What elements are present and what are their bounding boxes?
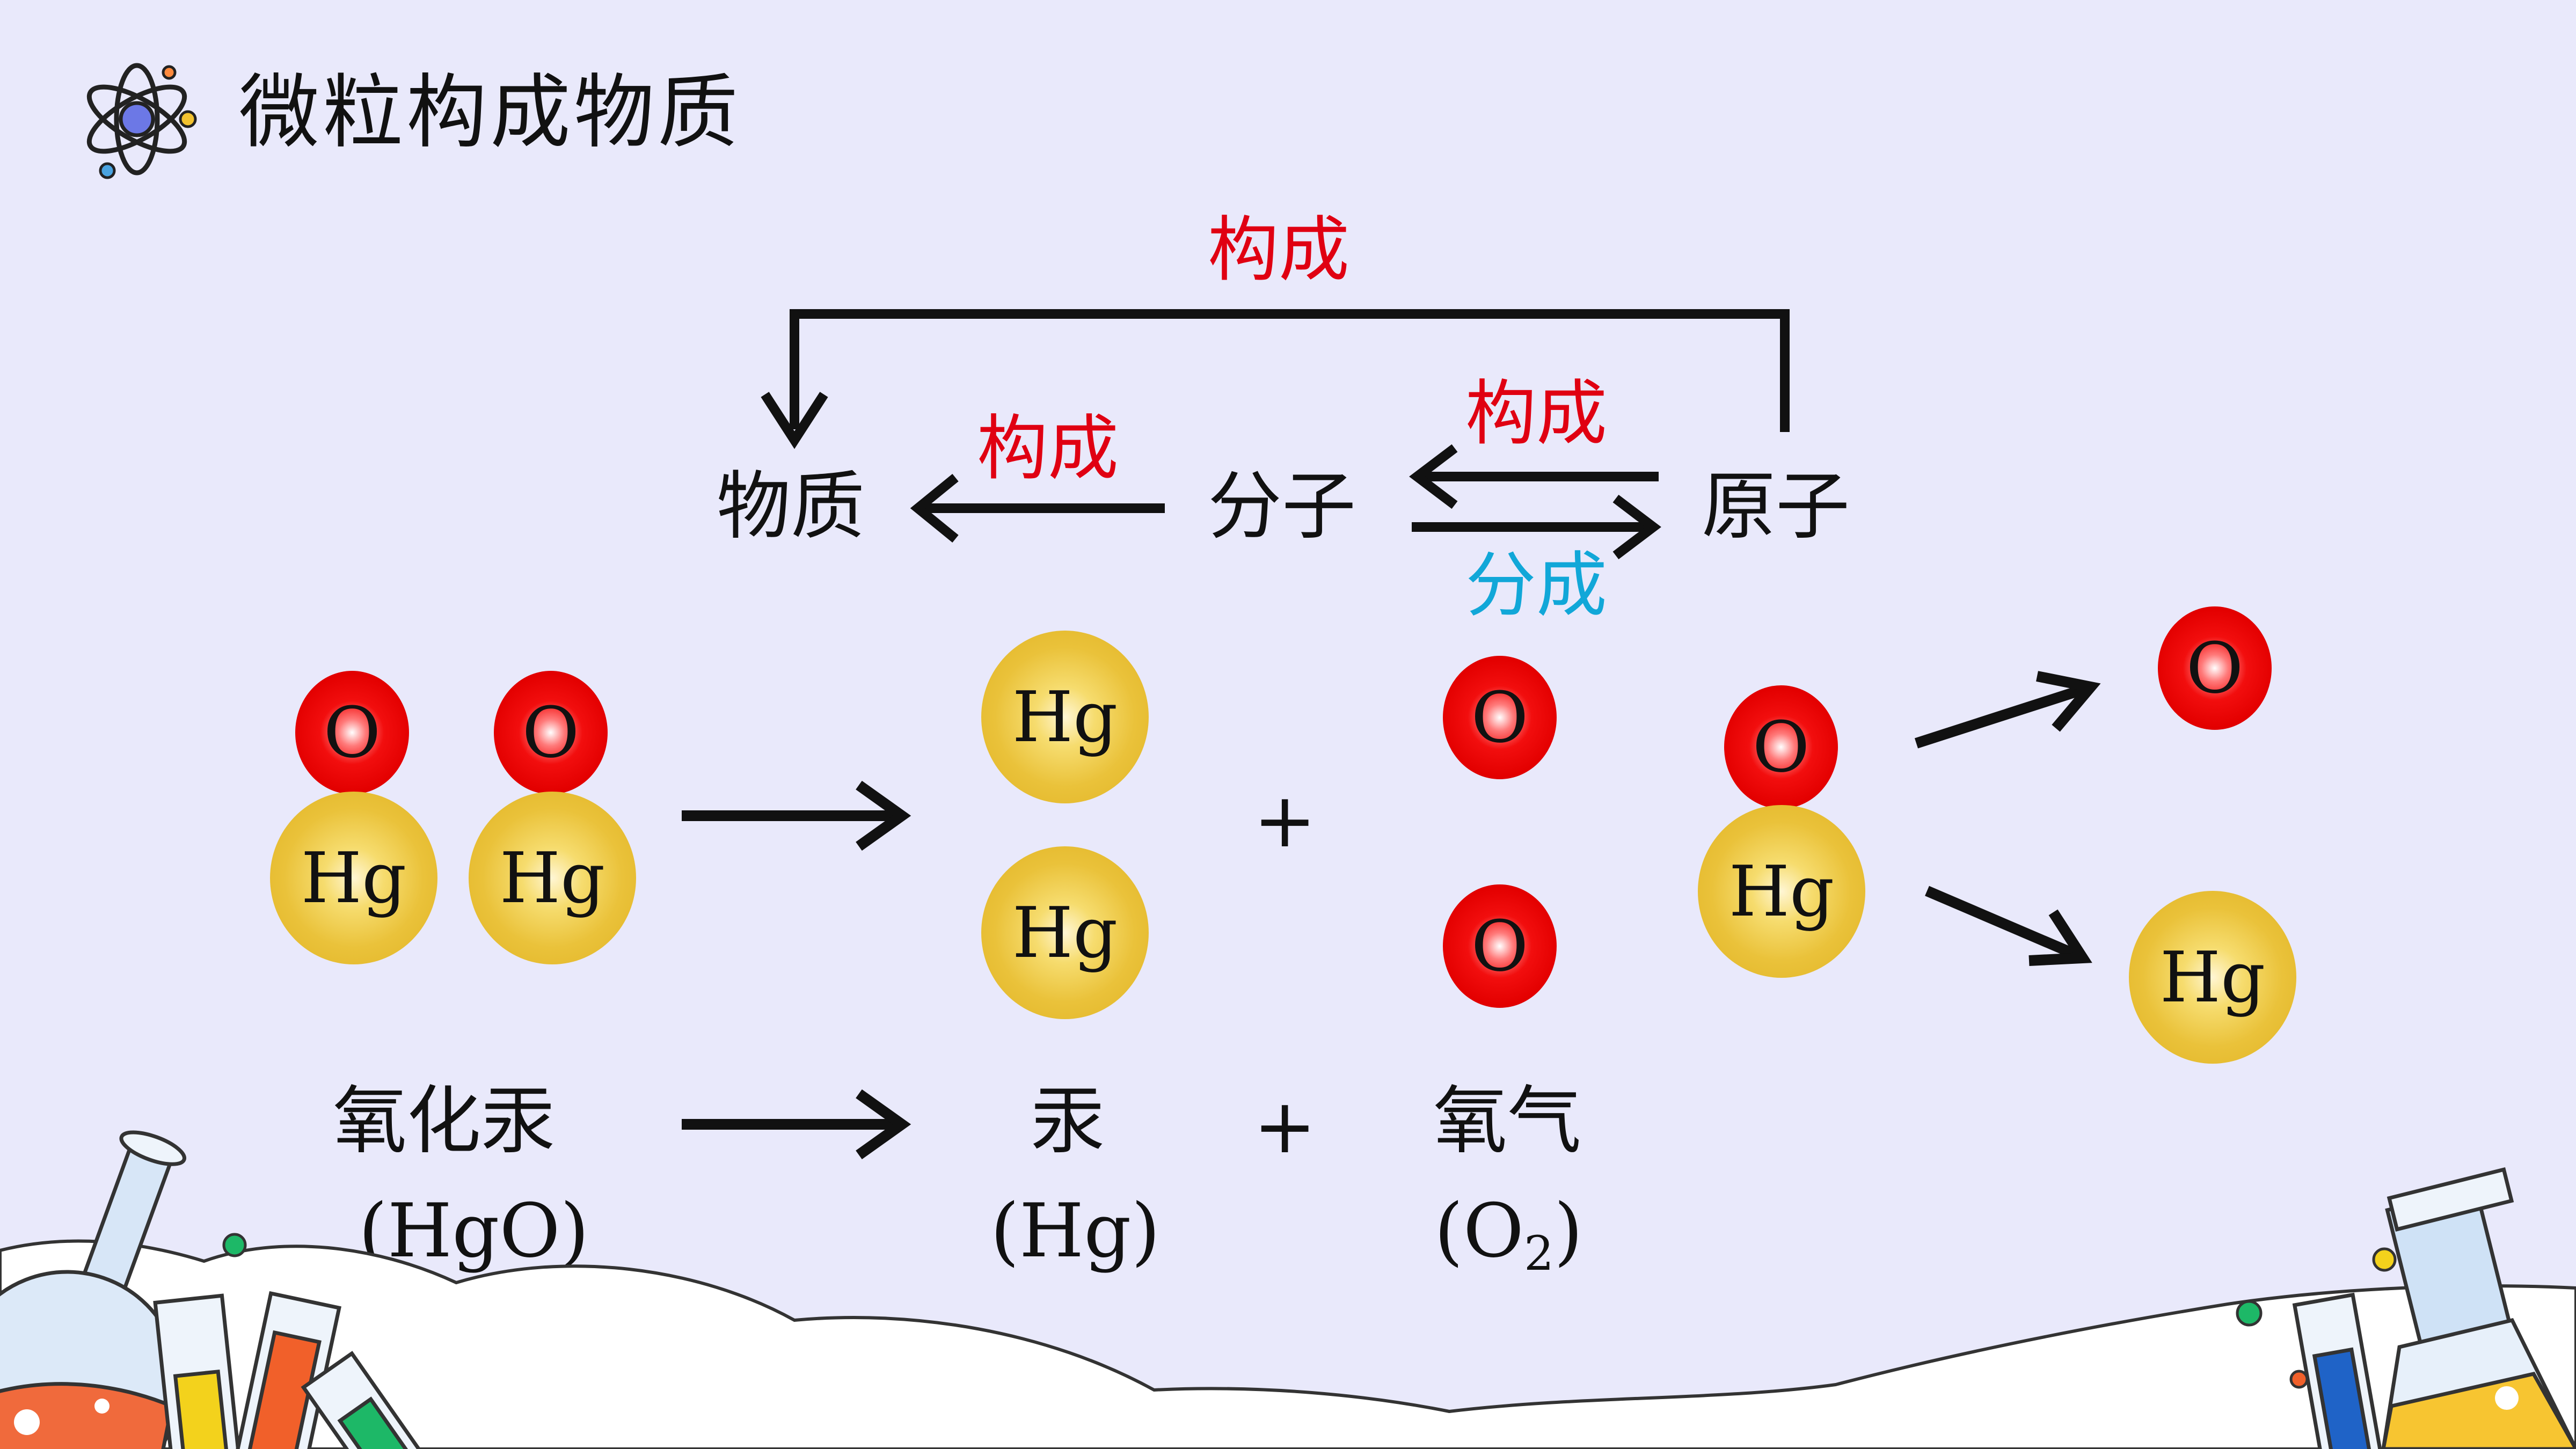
oxygen-atom: O bbox=[295, 671, 409, 794]
plus-sign: + bbox=[1253, 1083, 1317, 1170]
node-matter: 物质 bbox=[717, 463, 865, 550]
plus-sign: + bbox=[1253, 777, 1317, 865]
mercury-atom: Hg bbox=[981, 846, 1149, 1019]
mercury-atom: Hg bbox=[469, 792, 636, 964]
label-atom-to-molecule: 构成 bbox=[1465, 372, 1607, 455]
mercury-atom: Hg bbox=[1698, 805, 1865, 978]
mercury-atom: Hg bbox=[270, 792, 437, 964]
reactant-name: 氧化汞 bbox=[333, 1078, 556, 1164]
product2-formula: (O2) bbox=[1434, 1194, 1583, 1277]
node-atom: 原子 bbox=[1702, 463, 1850, 550]
label-molecule-to-matter: 构成 bbox=[977, 407, 1119, 490]
product2-formula-close: ) bbox=[1553, 1188, 1583, 1274]
mercury-atom: Hg bbox=[2129, 891, 2296, 1064]
oxygen-atom: O bbox=[494, 671, 608, 794]
flask-right bbox=[2381, 1167, 2576, 1449]
product2-formula-open: (O bbox=[1434, 1188, 1524, 1274]
product2-name: 氧气 bbox=[1433, 1078, 1582, 1164]
atom-icon bbox=[78, 54, 201, 188]
oxygen-atom: O bbox=[1724, 685, 1838, 809]
oxygen-atom: O bbox=[1443, 656, 1557, 779]
node-molecule: 分子 bbox=[1208, 463, 1356, 550]
label-top-compose: 构成 bbox=[1208, 209, 1349, 291]
cloud-decoration bbox=[0, 1239, 2576, 1449]
page-title: 微粒构成物质 bbox=[239, 66, 742, 159]
test-tubes-right bbox=[2292, 1292, 2383, 1449]
arrow-split-to-oxygen bbox=[1914, 684, 2085, 749]
reactant-formula: (HgO) bbox=[359, 1188, 589, 1274]
product1-formula: (Hg) bbox=[990, 1188, 1161, 1274]
test-tubes-left bbox=[153, 1291, 435, 1449]
arrow-split-to-mercury bbox=[1925, 885, 2079, 961]
oxygen-atom: O bbox=[2158, 606, 2272, 730]
mercury-atom: Hg bbox=[981, 631, 1149, 803]
label-molecule-to-atom: 分成 bbox=[1465, 544, 1607, 627]
bracket-arrow bbox=[790, 309, 1790, 432]
product2-formula-sub: 2 bbox=[1523, 1226, 1554, 1281]
oxygen-atom: O bbox=[1443, 884, 1557, 1008]
product1-name: 汞 bbox=[1031, 1078, 1105, 1164]
